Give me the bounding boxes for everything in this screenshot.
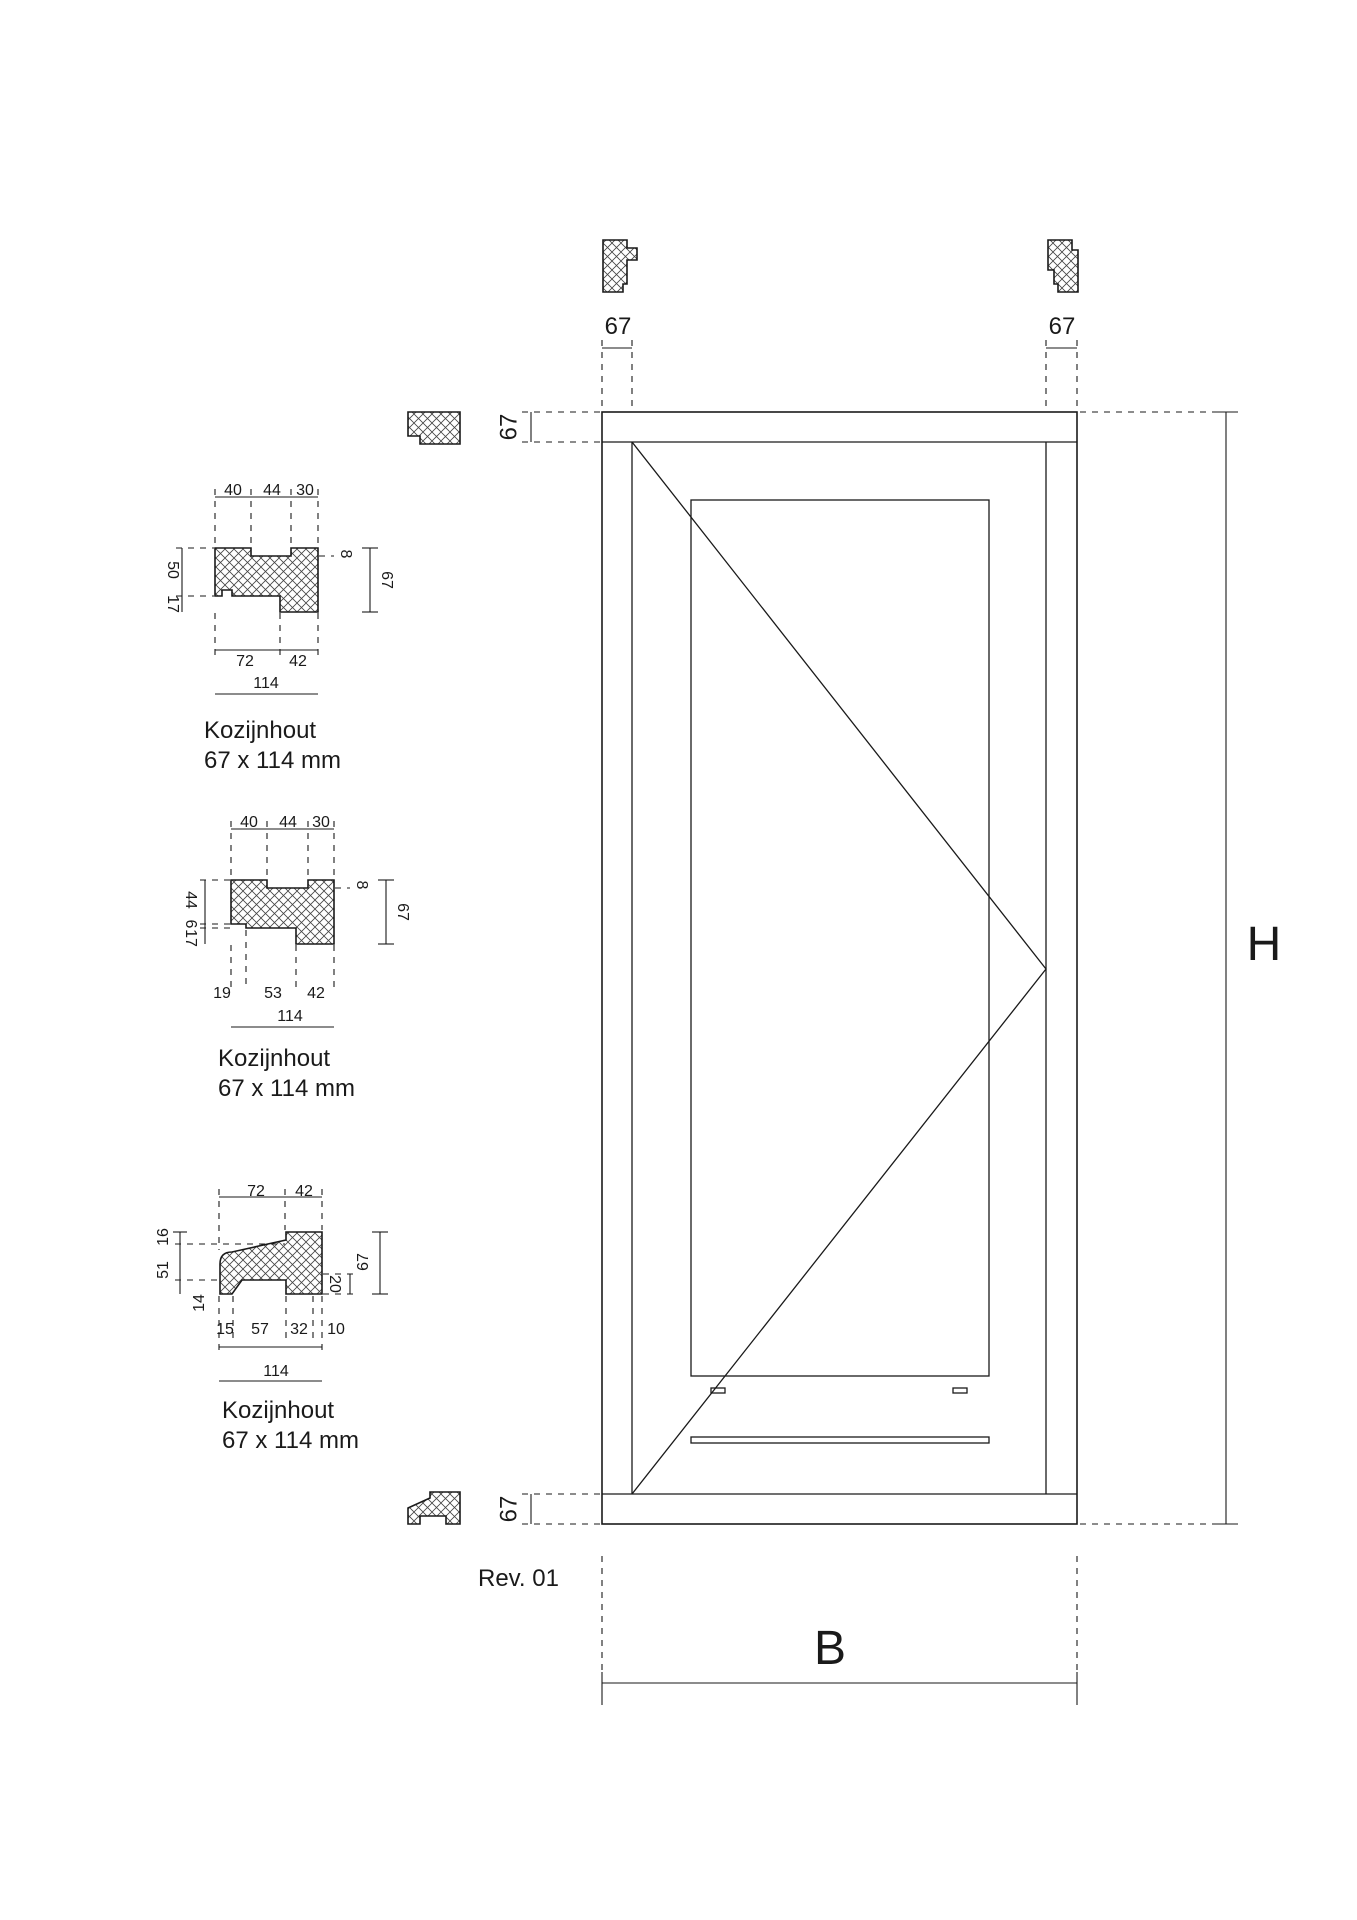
p3-total-width: 114: [263, 1363, 289, 1380]
p1-top-dim-1: 40: [224, 482, 242, 499]
width-dimension: B: [601, 1556, 1078, 1705]
p3-top-dim-1: 72: [247, 1183, 265, 1200]
p2-top-dim-2: 44: [279, 814, 297, 831]
p1-bottom-dim-2: 42: [289, 653, 307, 670]
p1-caption-line2: 67 x 114 mm: [204, 747, 341, 774]
p1-right-total-dim: 67: [378, 571, 395, 589]
hinge-mark-left: [710, 1387, 726, 1394]
p3-bottom-dim-4: 10: [327, 1321, 345, 1338]
head-profile-icon: [407, 411, 461, 445]
p2-right-small-dim: 8: [353, 881, 370, 890]
p3-top-dim-2: 42: [295, 1183, 313, 1200]
height-dimension: H: [1080, 411, 1282, 1525]
opening-direction-lines: [631, 441, 1047, 1495]
head-dimension: 67: [495, 411, 600, 443]
top-left-profile-icon: [602, 239, 638, 293]
sill-dim-label: 67: [495, 1496, 522, 1523]
outer-frame: [601, 411, 1078, 1525]
p1-caption-line1: Kozijnhout: [204, 717, 316, 744]
p1-right-small-dim: 8: [337, 550, 354, 559]
width-label: B: [814, 1622, 846, 1675]
p1-left-dim-1: 50: [164, 561, 181, 579]
p2-right-total-dim: 67: [394, 903, 411, 921]
p3-caption-line2: 67 x 114 mm: [222, 1427, 359, 1454]
p2-bottom-dim-2: 53: [264, 985, 282, 1002]
profile-section-1: 40 44 30 50 17 8 67 72 42 114 Kozijnhout…: [164, 482, 395, 774]
head-dim-label: 67: [495, 414, 522, 441]
p3-left-dim-3: 14: [191, 1294, 208, 1312]
p2-profile: [230, 879, 335, 945]
p2-top-dim-3: 30: [312, 814, 330, 831]
p3-left-dim-2: 51: [155, 1261, 172, 1279]
p2-left-dim-2: 6: [182, 920, 199, 929]
p3-left-dim-1: 16: [155, 1228, 172, 1246]
top-left-dim-label: 67: [605, 313, 632, 340]
p3-right-total-dim: 67: [355, 1253, 372, 1271]
height-label: H: [1247, 918, 1282, 971]
profile-section-2: 40 44 30 44 6 17 8 67 19 53 42 114 Kozij…: [182, 814, 411, 1102]
p2-top-dim-1: 40: [240, 814, 258, 831]
top-right-profile-icon: [1047, 239, 1079, 293]
p3-bottom-dim-1: 15: [216, 1321, 234, 1338]
top-right-dimension: 67: [1045, 313, 1078, 410]
p3-right-small-dim: 20: [326, 1275, 343, 1293]
hinge-mark-right: [952, 1387, 968, 1394]
p2-left-dim-3: 17: [182, 929, 199, 947]
revision-label: Rev. 01: [478, 1565, 559, 1592]
sill-dimension: 67: [495, 1493, 600, 1525]
p2-caption-line2: 67 x 114 mm: [218, 1075, 355, 1102]
p3-profile: [219, 1231, 323, 1295]
profile-section-3: 72 42 16 51 14 20 67 15 57 32 10 114 Koz…: [155, 1183, 388, 1454]
p3-bottom-dim-2: 57: [251, 1321, 269, 1338]
p1-total-width: 114: [253, 675, 279, 692]
p3-caption-line1: Kozijnhout: [222, 1397, 334, 1424]
door-elevation: [601, 411, 1078, 1525]
p2-left-dim-1: 44: [182, 891, 199, 909]
glass-panel: [690, 499, 990, 1377]
top-right-dim-label: 67: [1049, 313, 1076, 340]
p2-bottom-dim-1: 19: [213, 985, 231, 1002]
p2-caption-line1: Kozijnhout: [218, 1045, 330, 1072]
p3-bottom-dim-3: 32: [290, 1321, 308, 1338]
p1-top-dim-3: 30: [296, 482, 314, 499]
p1-bottom-dim-1: 72: [236, 653, 254, 670]
bottom-rail: [690, 1436, 990, 1444]
top-left-dimension: 67: [601, 313, 633, 410]
p1-profile: [214, 547, 319, 613]
p1-left-dim-2: 17: [164, 595, 181, 613]
p2-bottom-dim-3: 42: [307, 985, 325, 1002]
p1-top-dim-2: 44: [263, 482, 281, 499]
sill-profile-icon: [407, 1491, 461, 1525]
p2-total-width: 114: [277, 1008, 303, 1025]
